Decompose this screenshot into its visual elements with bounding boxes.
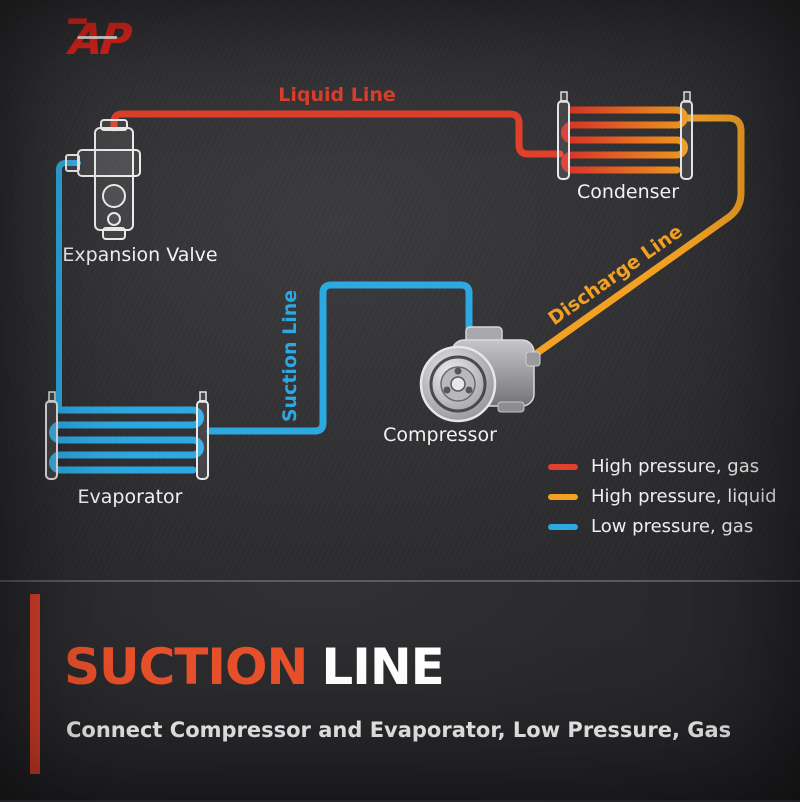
compressor-illustration [419,326,541,423]
legend-swatch-orange [548,493,578,500]
footer-accent-bar [30,594,40,774]
footer-title-accent: SUCTION [64,638,308,696]
liquid-line-pipe [110,110,564,158]
legend-item-low-pressure-gas: Low pressure, gas [548,516,777,537]
discharge-line-label: Discharge Line [544,220,686,329]
footer-title-rest: LINE [321,638,444,696]
legend-swatch-red [548,463,578,470]
legend: High pressure, gas High pressure, liquid… [548,456,777,537]
valve-to-evaporator-pipe [56,160,81,413]
ac-cycle-diagram: Liquid Line Discharge Line Suction Line … [45,84,745,508]
legend-item-high-pressure-liquid: High pressure, liquid [548,486,777,507]
legend-item-high-pressure-gas: High pressure, gas [548,456,777,477]
liquid-line-label: Liquid Line [278,84,396,106]
brand-logo-dash [67,18,88,24]
legend-label: High pressure, gas [591,456,760,477]
discharge-line-pipe [519,114,745,367]
brand-logo-cut [77,36,118,39]
suction-line-label: Suction Line [279,290,301,422]
compressor-label: Compressor [383,424,497,446]
legend-label: High pressure, liquid [591,486,777,507]
footer-subtitle: Connect Compressor and Evaporator, Low P… [66,718,732,742]
expansion-valve-illustration [65,119,141,240]
suction-line-pipe [206,281,473,435]
evaporator-label: Evaporator [78,486,183,508]
legend-label: Low pressure, gas [591,516,754,537]
brand-logo: AP [64,15,134,62]
condenser-coil [557,91,693,180]
expansion-valve-label: Expansion Valve [62,244,217,266]
legend-swatch-blue [548,523,578,530]
condenser-label: Condenser [577,181,679,203]
evaporator-coil [45,391,209,480]
